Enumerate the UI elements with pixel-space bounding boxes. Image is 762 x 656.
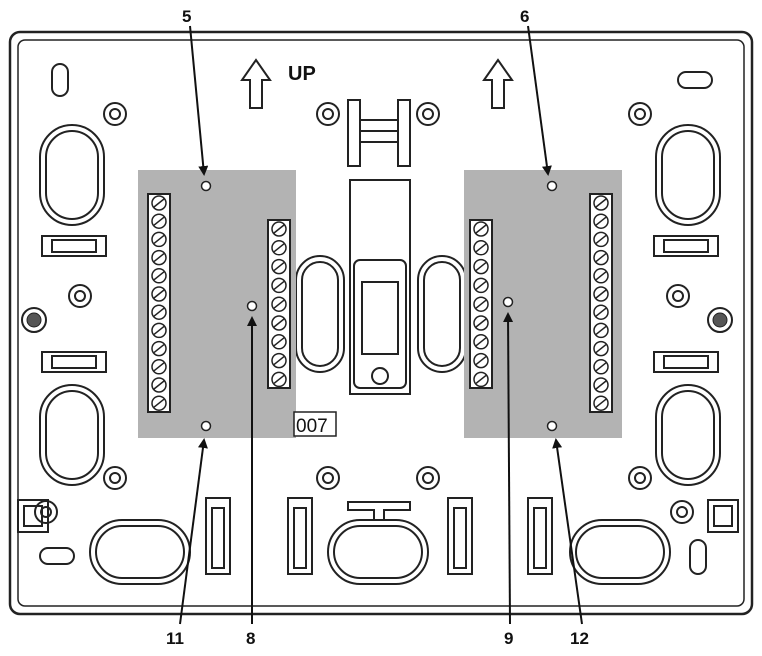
terminal-screw-slot	[475, 337, 487, 347]
terminal-screw-slot	[595, 253, 607, 263]
leader-12	[552, 438, 583, 625]
terminal-screw-slot	[153, 253, 165, 263]
terminal-screw-slot	[153, 234, 165, 244]
terminal-screw-slot	[595, 307, 607, 317]
terminal-screw-slot	[153, 198, 165, 208]
callout-6: 6	[520, 7, 529, 26]
terminal-screw-slot	[595, 398, 607, 408]
terminal-screw-slot	[475, 280, 487, 290]
callout-11: 11	[166, 629, 184, 648]
terminal-screw-slot	[153, 398, 165, 408]
leader-9	[503, 312, 514, 625]
plate-inner-frame	[17, 39, 745, 607]
terminal-screw-slot	[273, 299, 285, 309]
slot-bottom-left	[39, 547, 75, 565]
central-connector	[349, 179, 411, 395]
terminal-screw-slot	[595, 234, 607, 244]
terminal-screw-slot	[153, 289, 165, 299]
terminal-screw-slot	[153, 362, 165, 372]
terminal-screw-slot	[595, 380, 607, 390]
bottom-clips	[205, 497, 553, 575]
terminal-screw-slot	[595, 271, 607, 281]
terminal-screw-slot	[475, 243, 487, 253]
bottom-center-tab	[347, 501, 411, 521]
callout-9: 9	[504, 629, 513, 648]
board-holes	[200, 180, 558, 432]
terminal-strip-left-outer	[147, 193, 171, 413]
terminal-screws	[151, 195, 609, 411]
terminal-screw-slot	[475, 224, 487, 234]
callout-5: 5	[182, 7, 191, 26]
terminal-screw-slot	[273, 224, 285, 234]
side-screw-right	[707, 307, 733, 333]
callout-12: 12	[570, 629, 589, 648]
terminal-screw-slot	[153, 380, 165, 390]
corner-notches	[17, 499, 739, 533]
terminal-screw-slot	[475, 262, 487, 272]
terminal-screw-slot	[273, 337, 285, 347]
terminal-screw-slot	[273, 374, 285, 384]
terminal-screw-slot	[273, 318, 285, 328]
leader-5	[189, 25, 209, 176]
callout-8: 8	[246, 629, 255, 648]
terminal-screw-slot	[273, 262, 285, 272]
terminal-screw-slot	[153, 325, 165, 335]
plate-outer-frame	[8, 30, 754, 616]
leader-11	[179, 438, 208, 625]
terminal-screw-slot	[153, 307, 165, 317]
terminal-screw-slot	[595, 325, 607, 335]
top-center-bracket	[347, 99, 411, 167]
callout-leaders	[179, 25, 583, 625]
slot-top-left	[51, 63, 69, 97]
terminal-screw-slot	[153, 344, 165, 354]
terminal-screw-slot	[595, 344, 607, 354]
terminal-screw-slot	[475, 374, 487, 384]
terminal-screw-slot	[595, 216, 607, 226]
up-arrow-icon-right	[482, 58, 514, 109]
screw-holes	[34, 102, 694, 524]
side-screw-left	[21, 307, 47, 333]
leader-6	[527, 25, 552, 176]
up-arrow-icon-left	[240, 58, 272, 109]
terminal-screw-slot	[595, 198, 607, 208]
terminal-screw-slot	[475, 356, 487, 366]
part-code-box	[293, 411, 337, 437]
terminal-screw-slot	[475, 318, 487, 328]
side-latches	[41, 235, 719, 373]
terminal-screw-slot	[273, 280, 285, 290]
terminal-screw-slot	[595, 289, 607, 299]
slot-bottom-right	[689, 539, 707, 575]
terminal-screw-slot	[153, 271, 165, 281]
terminal-screw-slot	[273, 356, 285, 366]
terminal-screw-slot	[595, 362, 607, 372]
up-label: UP	[288, 63, 316, 85]
terminal-screw-slot	[273, 243, 285, 253]
slot-top-right	[677, 71, 713, 89]
part-code-label: 007	[296, 416, 328, 437]
terminal-screw-slot	[475, 299, 487, 309]
terminal-strip-right-outer	[589, 193, 613, 413]
terminal-screw-slot	[153, 216, 165, 226]
